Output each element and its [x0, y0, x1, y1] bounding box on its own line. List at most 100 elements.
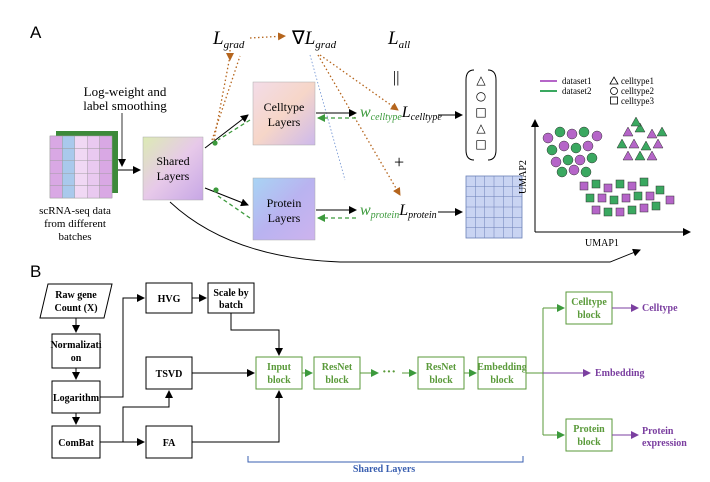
svg-text:Lgrad: Lgrad — [212, 28, 245, 51]
blue-dotted-line — [309, 54, 346, 181]
legend-square-icon — [610, 96, 618, 105]
tsvd-label: TSVD — [156, 369, 183, 380]
svg-text:Lall: Lall — [387, 28, 410, 51]
protein-block — [565, 418, 613, 452]
umap-point-celltype1 — [646, 150, 658, 161]
feedback-dot-lower — [213, 187, 219, 193]
weighted-protein-loss: wproteinLprotein — [360, 202, 437, 221]
hvg-label: HVG — [158, 294, 181, 305]
feedback-flow — [217, 114, 356, 222]
umap-point-celltype3 — [655, 185, 665, 195]
input-line2: block — [267, 375, 291, 386]
w-protein: w — [360, 202, 371, 219]
nabla-to-protein-arrow — [317, 54, 401, 196]
umap-point-celltype2 — [580, 166, 592, 178]
heatmap-cell — [74, 160, 88, 174]
shared-to-celltype-arrow — [204, 114, 249, 149]
legend-circle-icon — [610, 87, 618, 95]
umap-point-celltype3 — [591, 179, 601, 189]
umap-point-celltype2 — [570, 142, 582, 154]
umap-point-celltype1 — [656, 126, 668, 137]
vector-symbol: □ — [475, 105, 486, 119]
umap-point-celltype2 — [558, 140, 570, 152]
umap-point-celltype3 — [627, 181, 637, 191]
nabla-to-celltype-arrow — [319, 54, 399, 111]
scale-line1: Scale by — [213, 288, 248, 299]
umap-point-celltype1 — [616, 138, 628, 149]
logarithm-label: Logarithm — [53, 393, 100, 404]
loss-all: Lall — [387, 28, 410, 51]
loss-all-symbol: L — [387, 28, 399, 49]
umap-point-celltype3 — [665, 195, 675, 205]
celltype-to-shared-dash — [217, 119, 251, 141]
umap-point-celltype1 — [646, 128, 658, 139]
celltype-vector: △○□△□ — [465, 69, 497, 161]
heatmap-cell — [86, 185, 100, 199]
umap-point-celltype3 — [585, 193, 595, 203]
celltype-block-line1: Celltype — [571, 297, 607, 308]
shared-layers-line1: Shared — [156, 154, 189, 168]
umap-point-celltype2 — [546, 144, 558, 156]
umap-point-celltype2 — [578, 126, 590, 138]
umap-point-celltype2 — [582, 140, 594, 152]
umap-point-celltype2 — [554, 126, 566, 138]
umap-point-celltype1 — [634, 150, 646, 161]
heatmap-cell — [62, 160, 76, 174]
umap-point-celltype3 — [633, 191, 643, 201]
w-celltype: w — [360, 104, 371, 121]
w-protein-sub: protein — [370, 210, 400, 221]
grad-from-shared-line2 — [211, 55, 241, 141]
legend-celltype2: celltype2 — [621, 86, 654, 96]
equals-sign: || — [393, 69, 399, 86]
resnet-block-1 — [313, 356, 361, 390]
heatmap-cell — [74, 172, 88, 186]
vector-left-bracket — [465, 69, 475, 161]
heatmap-cell — [86, 135, 100, 149]
panel-a-label: A — [30, 23, 42, 42]
heatmap-cell — [49, 172, 63, 186]
nabla-loss-symbol: L — [304, 28, 316, 49]
umap-point-celltype1 — [622, 150, 634, 161]
input-line1: Input — [267, 362, 292, 373]
legend-triangle-icon — [609, 76, 619, 85]
umap-point-celltype1 — [634, 122, 646, 133]
heatmap-cell — [49, 185, 63, 199]
embedding-line2: block — [490, 375, 514, 386]
shared-layers-box — [142, 136, 204, 201]
heatmap-cell — [86, 160, 100, 174]
nabla-symbol: ∇ — [291, 28, 305, 49]
umap-point-celltype3 — [615, 207, 625, 217]
umap-point-celltype3 — [609, 195, 619, 205]
heatmap-cell — [99, 148, 113, 161]
heatmap-cell — [62, 135, 76, 149]
celltype-block — [565, 291, 613, 325]
protein-block-line2: block — [577, 437, 601, 448]
legend-celltype3: celltype3 — [621, 96, 654, 106]
loss-all-sub: all — [399, 39, 411, 51]
umap-point-celltype3 — [651, 201, 661, 211]
umap-y-label: UMAP2 — [518, 160, 529, 194]
umap-point-celltype3 — [597, 193, 607, 203]
umap-point-celltype2 — [586, 152, 598, 164]
heatmap-cell — [62, 148, 76, 161]
scale-by-batch-node — [207, 282, 255, 314]
combat-label: ComBat — [58, 438, 94, 449]
umap-point-celltype3 — [603, 207, 613, 217]
loss-grad-symbol: L — [212, 28, 224, 49]
celltype-block-line2: block — [577, 310, 601, 321]
weighted-celltype-loss: wcelltypeLcelltype — [360, 104, 442, 123]
umap-point-celltype1 — [628, 138, 640, 149]
umap-point-celltype2 — [562, 154, 574, 166]
log-to-hvg-arrow — [100, 294, 145, 398]
resnet2-line2: block — [429, 375, 453, 386]
raw-gene-line2: Count (X) — [54, 303, 97, 314]
svg-text:wcelltypeLcelltype: wcelltypeLcelltype — [360, 104, 442, 123]
heatmap-cells — [49, 135, 113, 199]
vector-symbol: ○ — [476, 89, 486, 103]
umap-point-celltype2 — [550, 156, 562, 168]
resnet1-line2: block — [325, 375, 349, 386]
protein-block-line1: Protein — [573, 424, 605, 435]
heatmap-cell — [86, 148, 100, 161]
gradient-flow — [211, 32, 401, 196]
